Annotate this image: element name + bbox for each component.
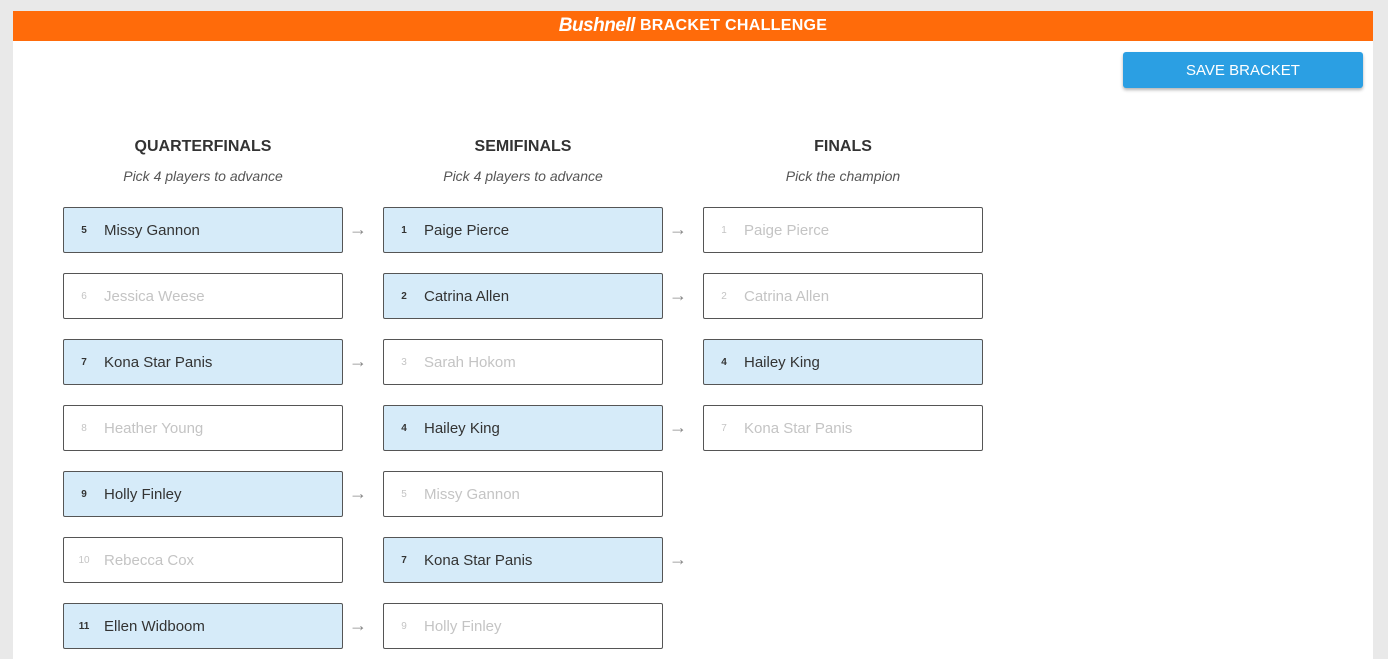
player-name: Hailey King bbox=[424, 419, 500, 437]
player-seed: 9 bbox=[401, 620, 407, 632]
player-slot[interactable]: 5 Missy Gannon bbox=[63, 207, 343, 253]
advance-arrow-icon: → bbox=[349, 350, 367, 371]
player-name: Kona Star Panis bbox=[744, 419, 853, 437]
player-seed: 8 bbox=[81, 422, 87, 434]
player-slot[interactable]: 7 Kona Star Panis bbox=[383, 537, 663, 583]
round-title: FINALS bbox=[814, 138, 872, 155]
player-name: Paige Pierce bbox=[744, 221, 830, 239]
player-slot[interactable]: 10 Rebecca Cox bbox=[63, 537, 343, 583]
player-name: Catrina Allen bbox=[744, 287, 830, 305]
player-slot[interactable]: 1 Paige Pierce bbox=[383, 207, 663, 253]
player-name: Heather Young bbox=[104, 419, 204, 437]
advance-arrow-icon: → bbox=[669, 284, 687, 305]
header-title: BRACKET CHALLENGE bbox=[639, 17, 828, 34]
advance-arrow-icon: → bbox=[349, 482, 367, 503]
player-name: Holly Finley bbox=[104, 485, 182, 503]
player-slot[interactable]: 2 Catrina Allen bbox=[703, 273, 983, 319]
player-slot[interactable]: 7 Kona Star Panis bbox=[63, 339, 343, 385]
player-seed: 2 bbox=[721, 290, 727, 302]
save-bracket-button[interactable]: SAVE BRACKET bbox=[1123, 52, 1363, 88]
bracket-frame: Bushnell BRACKET CHALLENGE SAVE BRACKET … bbox=[13, 11, 1373, 659]
player-name: Hailey King bbox=[744, 353, 820, 371]
player-slot[interactable]: 6 Jessica Weese bbox=[63, 273, 343, 319]
player-seed: 5 bbox=[401, 488, 407, 500]
advance-arrow-icon: → bbox=[349, 614, 367, 635]
player-seed: 7 bbox=[81, 356, 87, 368]
advance-arrow-icon: → bbox=[669, 548, 687, 569]
player-seed: 4 bbox=[721, 356, 727, 368]
round-subtitle: Pick the champion bbox=[785, 168, 901, 184]
player-slot[interactable]: 8 Heather Young bbox=[63, 405, 343, 451]
round-finals: FINALS Pick the champion 1 Paige Pierce 2 C… bbox=[703, 137, 983, 451]
player-slot[interactable]: 9 Holly Finley bbox=[63, 471, 343, 517]
player-name: Kona Star Panis bbox=[424, 551, 533, 569]
player-slot[interactable]: 4 Hailey King bbox=[703, 339, 983, 385]
round-semifinals: SEMIFINALS Pick 4 players to advance 1 Pa… bbox=[383, 137, 687, 649]
player-name: Rebecca Cox bbox=[104, 551, 195, 569]
player-name: Missy Gannon bbox=[424, 485, 520, 503]
round-title: QUARTERFINALS bbox=[134, 138, 272, 155]
player-slot[interactable]: 5 Missy Gannon bbox=[383, 471, 663, 517]
player-slot[interactable]: 2 Catrina Allen bbox=[383, 273, 663, 319]
player-slot[interactable]: 7 Kona Star Panis bbox=[703, 405, 983, 451]
player-seed: 5 bbox=[81, 224, 87, 236]
player-seed: 6 bbox=[81, 290, 87, 302]
player-seed: 1 bbox=[401, 224, 407, 236]
player-slot[interactable]: 1 Paige Pierce bbox=[703, 207, 983, 253]
player-slot[interactable]: 11 Ellen Widboom bbox=[63, 603, 343, 649]
player-seed: 7 bbox=[721, 422, 727, 434]
player-slot[interactable]: 3 Sarah Hokom bbox=[383, 339, 663, 385]
player-name: Ellen Widboom bbox=[104, 617, 205, 635]
player-seed: 1 bbox=[721, 224, 727, 236]
player-seed: 7 bbox=[401, 554, 407, 566]
player-name: Paige Pierce bbox=[424, 221, 510, 239]
round-subtitle: Pick 4 players to advance bbox=[443, 168, 603, 184]
bushnell-logo: Bushnell bbox=[558, 15, 636, 36]
player-seed: 2 bbox=[401, 290, 407, 302]
player-seed: 9 bbox=[81, 488, 87, 500]
round-quarterfinals: QUARTERFINALS Pick 4 players to advance … bbox=[63, 137, 367, 649]
player-slot[interactable]: 9 Holly Finley bbox=[383, 603, 663, 649]
round-title: SEMIFINALS bbox=[474, 138, 572, 155]
player-seed: 11 bbox=[78, 620, 90, 632]
header-bar: Bushnell BRACKET CHALLENGE bbox=[13, 11, 1373, 41]
player-name: Catrina Allen bbox=[424, 287, 510, 305]
player-name: Holly Finley bbox=[424, 617, 502, 635]
player-seed: 4 bbox=[401, 422, 407, 434]
player-name: Missy Gannon bbox=[104, 221, 200, 239]
player-seed: 10 bbox=[78, 554, 90, 566]
player-name: Kona Star Panis bbox=[104, 353, 213, 371]
player-name: Sarah Hokom bbox=[424, 353, 516, 371]
advance-arrow-icon: → bbox=[669, 416, 687, 437]
player-slot[interactable]: 4 Hailey King bbox=[383, 405, 663, 451]
advance-arrow-icon: → bbox=[669, 218, 687, 239]
player-name: Jessica Weese bbox=[104, 287, 205, 305]
advance-arrow-icon: → bbox=[349, 218, 367, 239]
round-subtitle: Pick 4 players to advance bbox=[123, 168, 283, 184]
player-seed: 3 bbox=[401, 356, 407, 368]
